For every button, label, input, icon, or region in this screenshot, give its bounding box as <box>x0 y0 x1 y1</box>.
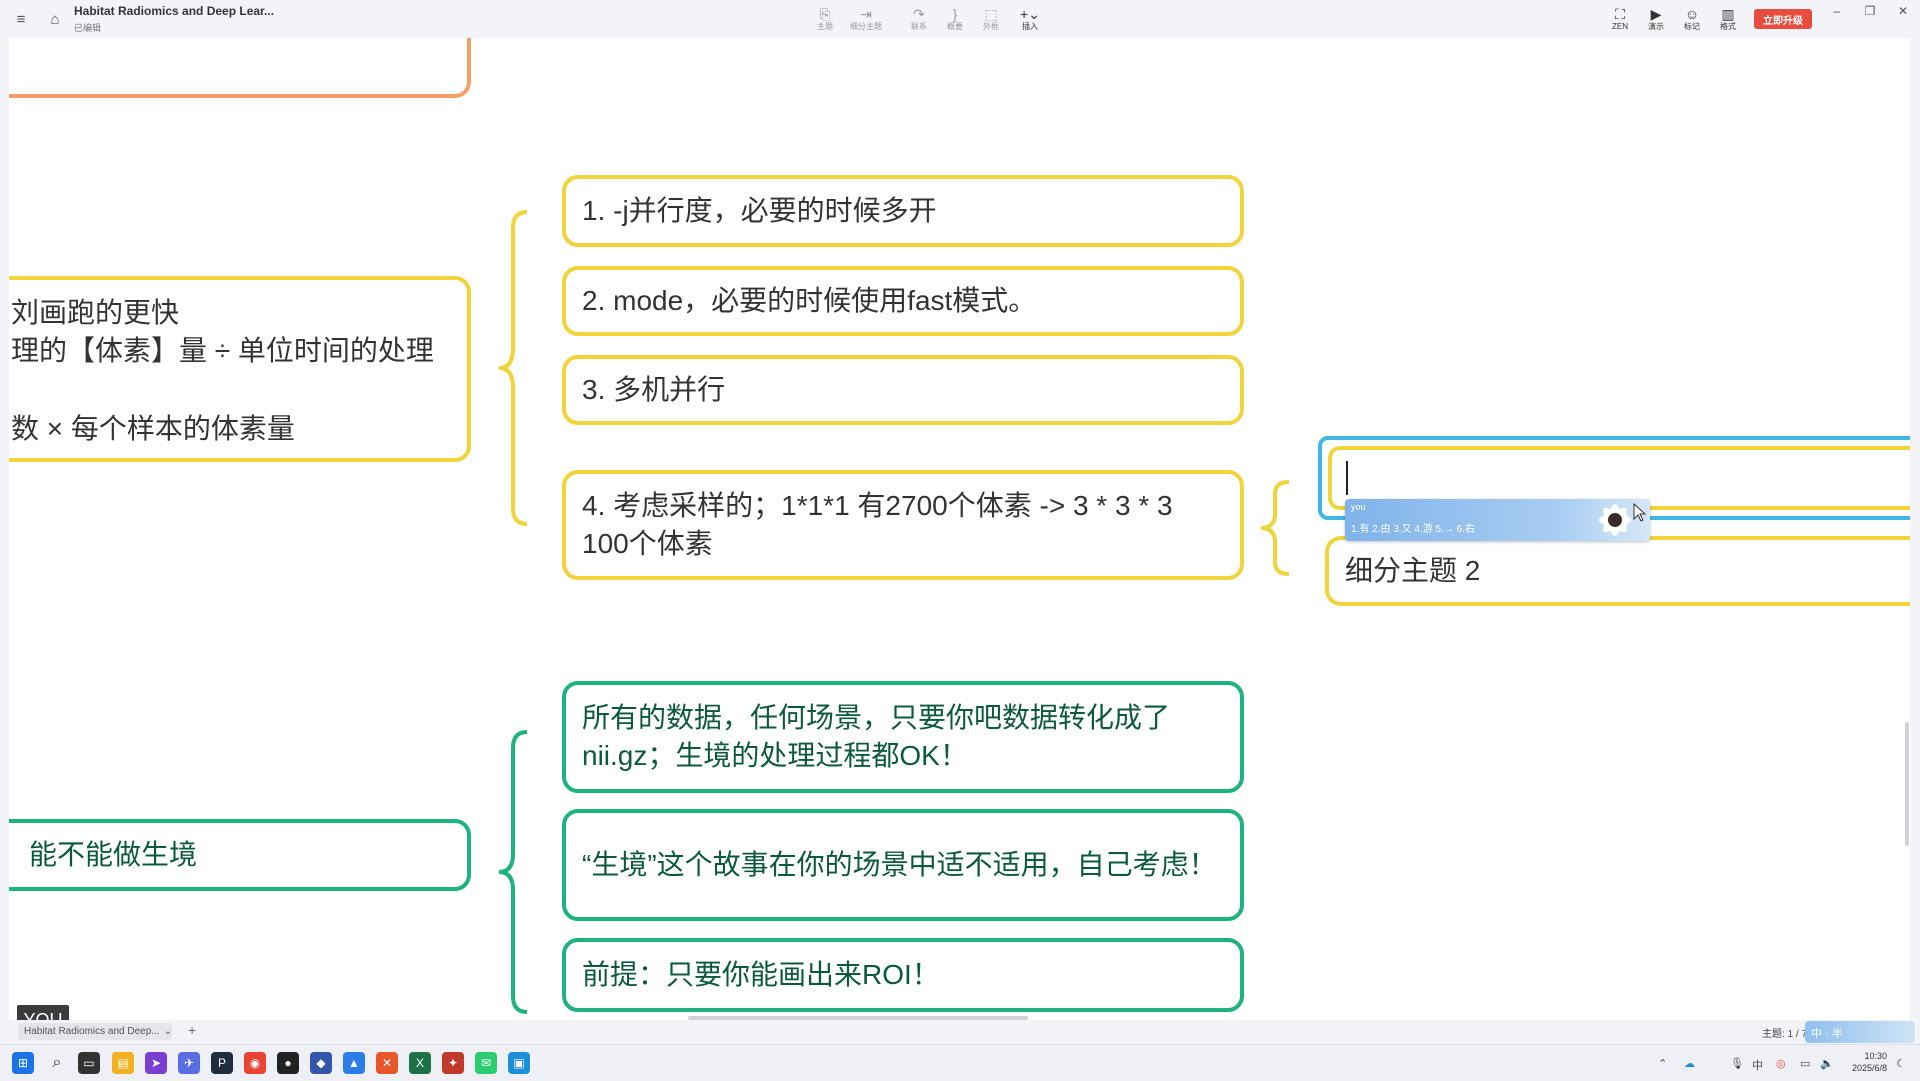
insert-button[interactable]: +⌄ 插入 <box>1010 6 1050 32</box>
monitor-app-icon[interactable]: ▣ <box>508 1052 530 1074</box>
subtopic-item[interactable]: 4. 考虑采样的；1*1*1 有2700个体素 -> 3 * 3 * 3 100… <box>562 470 1244 580</box>
subtopic-icon: ⇥ <box>860 6 872 22</box>
document-status: 已编辑 <box>74 23 102 33</box>
vertical-scrollbar[interactable] <box>1905 722 1909 846</box>
notification-icon[interactable]: ☾ <box>1896 1058 1906 1070</box>
subtopic-2-node[interactable]: 细分主题 2 <box>1325 536 1910 606</box>
send-app-icon[interactable]: ✈ <box>178 1052 200 1074</box>
status-bar: Habitat Radiomics and Deep... ⌄ + 主题: 1 … <box>0 1020 1920 1044</box>
text-caret <box>1346 461 1348 495</box>
ime-candidate-window[interactable]: you 1.有 2.由 3.又 4.游 5.→ 6.右 <box>1345 499 1650 541</box>
minimize-icon[interactable]: – <box>1833 4 1841 18</box>
bird-app-icon[interactable]: ✦ <box>442 1052 464 1074</box>
home-icon[interactable]: ⌂ <box>50 10 60 28</box>
restore-icon[interactable]: ❐ <box>1864 4 1876 18</box>
wechat-icon[interactable]: ✉ <box>475 1052 497 1074</box>
add-sheet-button[interactable]: + <box>188 1022 197 1038</box>
microphone-icon[interactable]: 🎙 <box>1730 1058 1744 1070</box>
system-clock[interactable]: 10:30 2025/6/8 <box>1852 1051 1888 1073</box>
topic-icon: ⎘ <box>819 6 831 22</box>
subtopic-item[interactable]: “生境”这个故事在你的场景中适不适用，自己考虑！ <box>562 809 1244 921</box>
pycharm-icon[interactable]: P <box>211 1052 233 1074</box>
title-bar: ≡ ⌂ Habitat Radiomics and Deep Lear... 已… <box>0 0 1920 38</box>
smiley-icon: ☺ <box>1684 6 1700 22</box>
taskbar: ⊞ ⌕ ▭ ▤ ➤ ✈ P ◉ ● ◆ ▲ ✕ X ✦ ✉ ▣ ⌃ ☁ 🎙 中 … <box>0 1044 1920 1081</box>
yellow-brace <box>498 210 528 526</box>
left-topic-habitat[interactable]: 能不能做生境 <box>9 819 471 891</box>
excel-icon[interactable]: X <box>409 1052 431 1074</box>
fullscreen-icon: ⛶ <box>1615 6 1625 22</box>
blank-line <box>11 370 451 410</box>
plus-chevron-icon: +⌄ <box>1020 6 1040 22</box>
left-topic-speed[interactable]: 刘画跑的更快 理的【体素】量 ÷ 单位时间的处理 数 × 每个样本的体素量 <box>9 276 471 462</box>
subtopic-item[interactable]: 所有的数据，任何场景，只要你吧数据转化成了nii.gz；生境的处理过程都OK！ <box>562 681 1244 793</box>
image-app-icon[interactable]: ▲ <box>343 1052 365 1074</box>
subtopic-item[interactable]: 2. mode，必要的时候使用fast模式。 <box>562 266 1244 336</box>
antivirus-tray-icon[interactable]: ◎ <box>1776 1058 1786 1070</box>
marker-button[interactable]: ☺ 标记 <box>1672 6 1712 32</box>
mouse-cursor-icon <box>1633 503 1647 522</box>
volume-icon[interactable]: 🔈 <box>1820 1058 1834 1070</box>
obs-icon[interactable]: ● <box>277 1052 299 1074</box>
chevron-up-icon[interactable]: ⌃ <box>1658 1058 1668 1070</box>
orange-topic-node[interactable] <box>9 38 471 98</box>
windows-start-icon[interactable]: ⊞ <box>12 1052 34 1074</box>
cloud-tray-icon[interactable]: ☁ <box>1684 1058 1695 1070</box>
chrome-icon[interactable]: ◉ <box>244 1052 266 1074</box>
summary-icon: } <box>952 6 958 22</box>
file-explorer-icon[interactable]: ▤ <box>112 1052 134 1074</box>
chevron-down-icon: ⌄ <box>163 1026 172 1037</box>
ime-candidates[interactable]: 1.有 2.由 3.又 4.游 5.→ 6.右 <box>1351 524 1475 535</box>
network-icon[interactable]: ▭ <box>1800 1058 1811 1070</box>
upgrade-button[interactable]: 立即升级 <box>1754 9 1812 29</box>
relation-button[interactable]: ↷ 联系 <box>899 6 939 32</box>
boundary-button[interactable]: ⬚ 外框 <box>971 6 1011 32</box>
chat-app-icon[interactable]: ◆ <box>310 1052 332 1074</box>
left-topic-line: 数 × 每个样本的体素量 <box>11 413 295 444</box>
play-icon: ▶ <box>1650 6 1662 22</box>
summary-button[interactable]: } 概要 <box>935 6 975 32</box>
menu-icon[interactable]: ≡ <box>16 10 26 28</box>
format-button[interactable]: ▥ 格式 <box>1708 6 1748 32</box>
ime-pinyin: you <box>1351 502 1366 512</box>
green-brace <box>498 730 528 1014</box>
panel-icon: ▥ <box>1721 6 1735 22</box>
close-icon[interactable]: ✕ <box>1897 4 1909 18</box>
pointer-app-icon[interactable]: ➤ <box>145 1052 167 1074</box>
document-title: Habitat Radiomics and Deep Lear... <box>74 4 275 18</box>
flower-icon <box>1599 504 1631 536</box>
task-view-icon[interactable]: ▭ <box>78 1052 100 1074</box>
relation-icon: ↷ <box>913 6 925 22</box>
left-topic-line: 刘画跑的更快 <box>11 297 180 328</box>
subtopic-item[interactable]: 1. -j并行度，必要的时候多开 <box>562 175 1244 247</box>
horizontal-scrollbar[interactable] <box>688 1016 1028 1020</box>
zen-button[interactable]: ⛶ ZEN <box>1600 6 1640 32</box>
subtopic-button[interactable]: ⇥ 细分主题 <box>846 6 886 32</box>
topic-counter: 主题: 1 / 7 <box>1762 1029 1808 1040</box>
subtopic-item[interactable]: 前提：只要你能画出来ROI！ <box>562 938 1244 1012</box>
left-topic-line: 理的【体素】量 ÷ 单位时间的处理 <box>11 335 434 366</box>
boundary-icon: ⬚ <box>984 6 998 22</box>
sheet-tab[interactable]: Habitat Radiomics and Deep... ⌄ <box>18 1023 172 1040</box>
xmind-icon[interactable]: ✕ <box>376 1052 398 1074</box>
input-method-icon[interactable]: 中 <box>1752 1060 1763 1072</box>
search-icon[interactable]: ⌕ <box>52 1054 62 1071</box>
yellow-brace-small <box>1260 480 1290 576</box>
topic-button[interactable]: ⎘ 主题 <box>805 6 845 32</box>
present-button[interactable]: ▶ 演示 <box>1636 6 1676 32</box>
subtopic-item[interactable]: 3. 多机并行 <box>562 355 1244 425</box>
ime-status-bar[interactable]: 中 · 半 <box>1805 1021 1915 1043</box>
